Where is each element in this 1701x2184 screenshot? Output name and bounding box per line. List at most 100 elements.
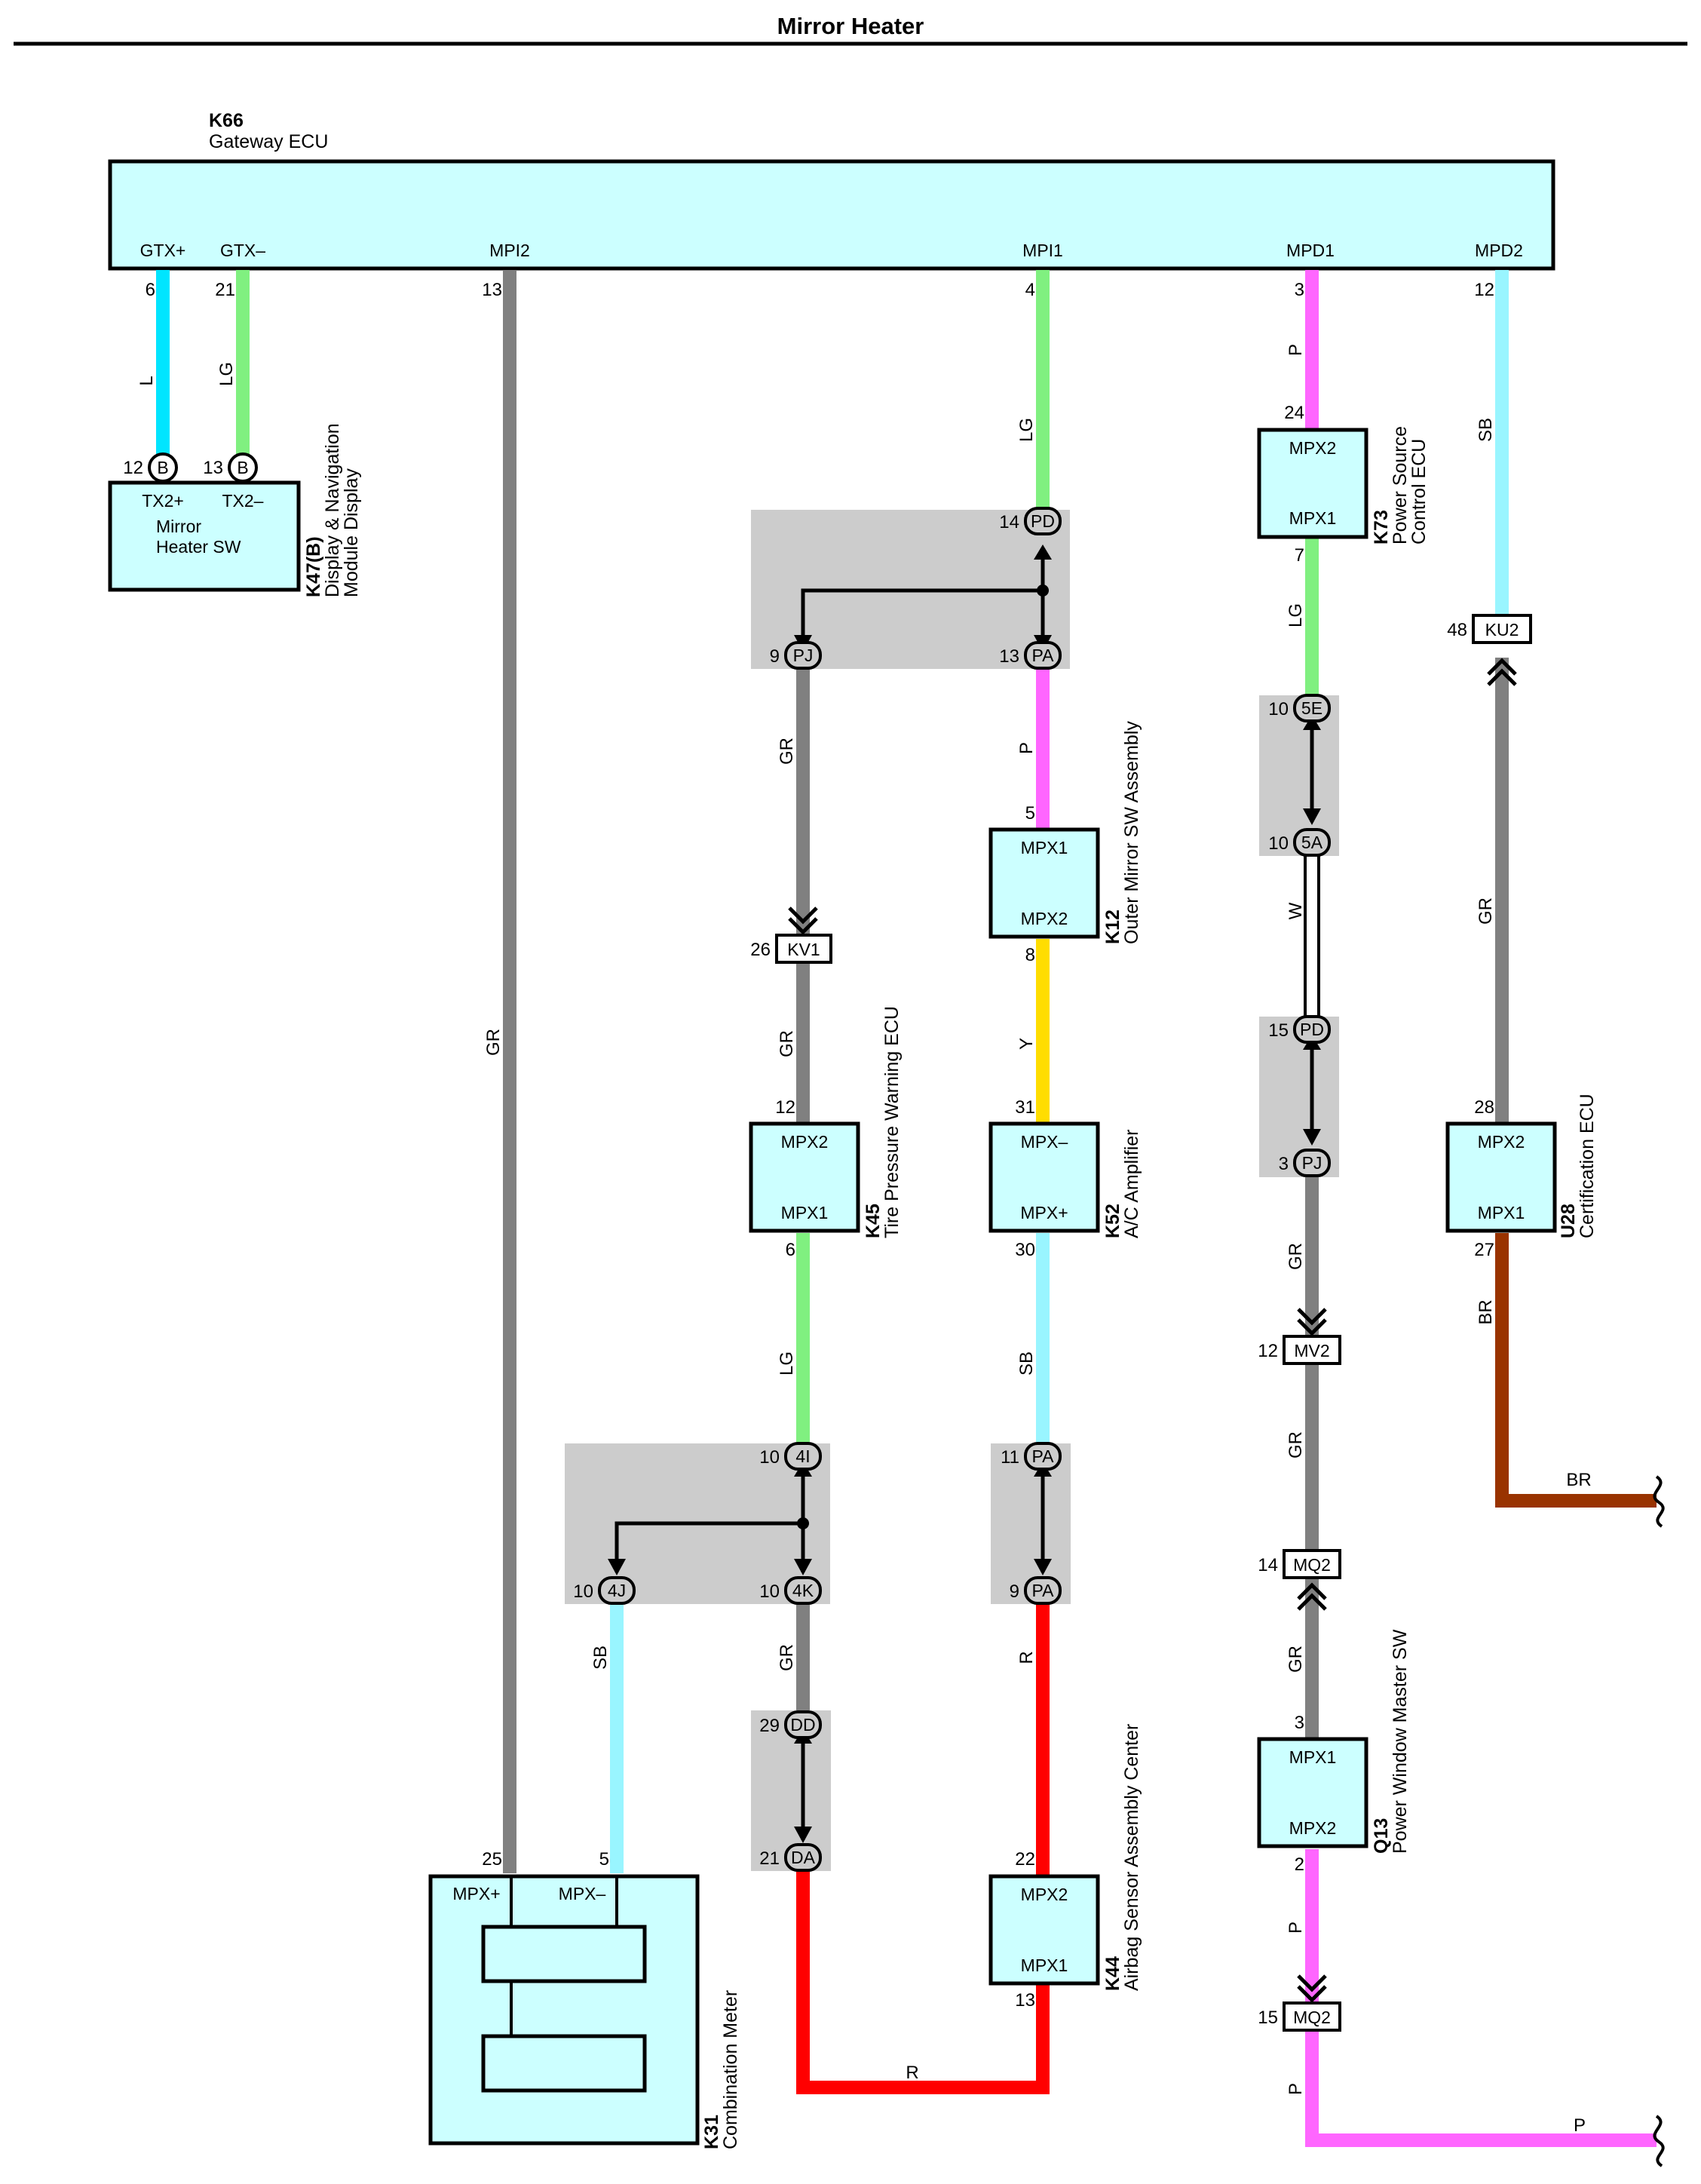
k52-component-box[interactable] [988,1121,1100,1233]
gateway-port-mpi2: MPI2 [489,241,530,260]
k31-component-box[interactable] [428,1874,700,2146]
k44-component-box[interactable] [988,1874,1100,1986]
k47-pin-b-12 [148,452,178,483]
k47-name-line2: Module Display [341,468,362,597]
k47-label-line1: Mirror [156,517,201,536]
k45-component-box[interactable] [749,1121,860,1233]
wc-sb-k52: SB [1016,1351,1037,1376]
gateway-code: K66 [209,110,244,131]
k47-side-label: K47(B) Display & Navigation Module Displ… [303,423,362,597]
k12-component-box[interactable] [988,827,1100,939]
connector-5e[interactable] [1293,694,1331,722]
junction-arrowheads [608,544,1321,1843]
k45-port-top: MPX2 [781,1132,829,1152]
pin-pa-upper: 11 [1001,1447,1019,1468]
connector-kv1[interactable] [775,934,832,964]
pin-4k: 10 [759,1581,780,1602]
connector-pa-lower[interactable] [1024,1576,1062,1605]
connector-da-label: DA [791,1848,816,1867]
k44-side-label: K44 Airbag Sensor Assembly Center [1102,1724,1142,1991]
wc-gr-mpi2: GR [483,1029,504,1056]
connector-mq2-a-label: MQ2 [1293,1555,1331,1575]
connector-5a[interactable] [1293,828,1331,857]
wc-gr-kv1: GR [777,1030,797,1057]
connector-ku2-label: KU2 [1485,620,1519,640]
connector-4i[interactable] [784,1442,822,1471]
wc-r-horizontal: R [906,2063,918,2083]
u28-name: Certification ECU [1577,1094,1598,1238]
connector-pj-mid[interactable] [1293,1149,1331,1177]
diagram-title: Mirror Heater [777,13,924,39]
connector-4j[interactable] [598,1576,636,1605]
wc-gr-ku2: GR [1476,897,1496,925]
pin-mpi1: 4 [1025,280,1035,300]
k31-name: Combination Meter [720,1990,741,2149]
connector-pa-upper[interactable] [1024,1442,1062,1471]
connector-pj-left[interactable] [784,641,822,670]
connector-4k[interactable] [784,1576,822,1605]
connector-pa-mid[interactable] [1024,641,1062,670]
connector-pd-top-label: PD [1031,511,1055,531]
connector-4j-label: 4J [608,1581,626,1600]
k73-component-box[interactable] [1257,428,1368,539]
pin-k12-out: 8 [1025,945,1035,965]
wc-p-q13: P [1286,1922,1306,1934]
k73-code: K73 [1371,510,1392,544]
k12-port-bottom: MPX2 [1021,909,1068,928]
wire-p-q13-out [1305,1849,1657,2147]
pin-k73-in: 24 [1284,403,1304,423]
pin-q13-in: 3 [1295,1713,1304,1733]
connector-ku2[interactable] [1472,614,1532,644]
pin-k45-in: 12 [775,1097,795,1118]
k12-name: Outer Mirror SW Assembly [1121,721,1142,944]
k47-tx2-minus: TX2– [222,491,264,511]
k12-code: K12 [1102,909,1123,944]
k47-code: K47(B) [303,536,324,597]
pin-kv1: 26 [750,940,771,960]
connector-5e-label: 5E [1301,698,1322,718]
k47-component-box[interactable] [108,480,301,592]
connector-pd-top[interactable] [1024,507,1062,535]
q13-component-box[interactable] [1257,1737,1368,1848]
wc-y: Y [1016,1038,1037,1050]
pin-q13-out: 2 [1295,1854,1304,1875]
k52-port-top: MPX– [1021,1132,1068,1152]
wc-p-horizontal: P [1574,2115,1586,2136]
connector-da[interactable] [784,1843,822,1872]
pin-da: 21 [759,1848,780,1869]
connector-pd-mid[interactable] [1293,1015,1331,1044]
k31-port-minus: MPX– [559,1884,606,1903]
connector-mq2-b-label: MQ2 [1293,2008,1331,2027]
wc-gr-mq2-q13: GR [1286,1646,1306,1673]
wc-w: W [1286,902,1306,919]
gateway-port-gtx-minus: GTX– [220,241,265,260]
wc-lg-gtx: LG [216,362,237,386]
junction-block-pd-pj [1259,1017,1339,1177]
connector-mv2[interactable] [1283,1335,1341,1365]
wc-lg-mpi1: LG [1016,418,1037,442]
u28-component-box[interactable] [1445,1121,1557,1233]
connector-mq2-b[interactable] [1283,2001,1341,2032]
pin-mpd2: 12 [1474,280,1494,300]
k73-name-line1: Power Source [1390,426,1411,544]
wc-sb-k31: SB [590,1646,611,1670]
gateway-ecu-box[interactable] [108,159,1555,271]
connector-pa-mid-label: PA [1032,646,1055,665]
q13-port-top: MPX1 [1289,1747,1337,1767]
u28-code: U28 [1558,1204,1579,1238]
pin-pj-mid: 3 [1279,1154,1289,1174]
pin-u28-out: 27 [1474,1240,1494,1260]
wc-lg-k45: LG [777,1351,797,1376]
pin-k31-plus: 25 [482,1849,502,1870]
u28-port-top: MPX2 [1478,1132,1525,1152]
pin-mpd1: 3 [1295,280,1304,300]
k45-name: Tire Pressure Warning ECU [881,1006,903,1238]
wire-break-p [1653,2115,1665,2167]
junction-block-5e [1259,695,1339,856]
connector-mq2-a[interactable] [1283,1549,1341,1579]
k12-port-top: MPX1 [1021,838,1068,857]
k45-side-label: K45 Tire Pressure Warning ECU [863,1006,903,1238]
connector-dd[interactable] [784,1710,822,1739]
pin-k45-out: 6 [786,1240,795,1260]
pin-k73-out: 7 [1295,545,1304,566]
